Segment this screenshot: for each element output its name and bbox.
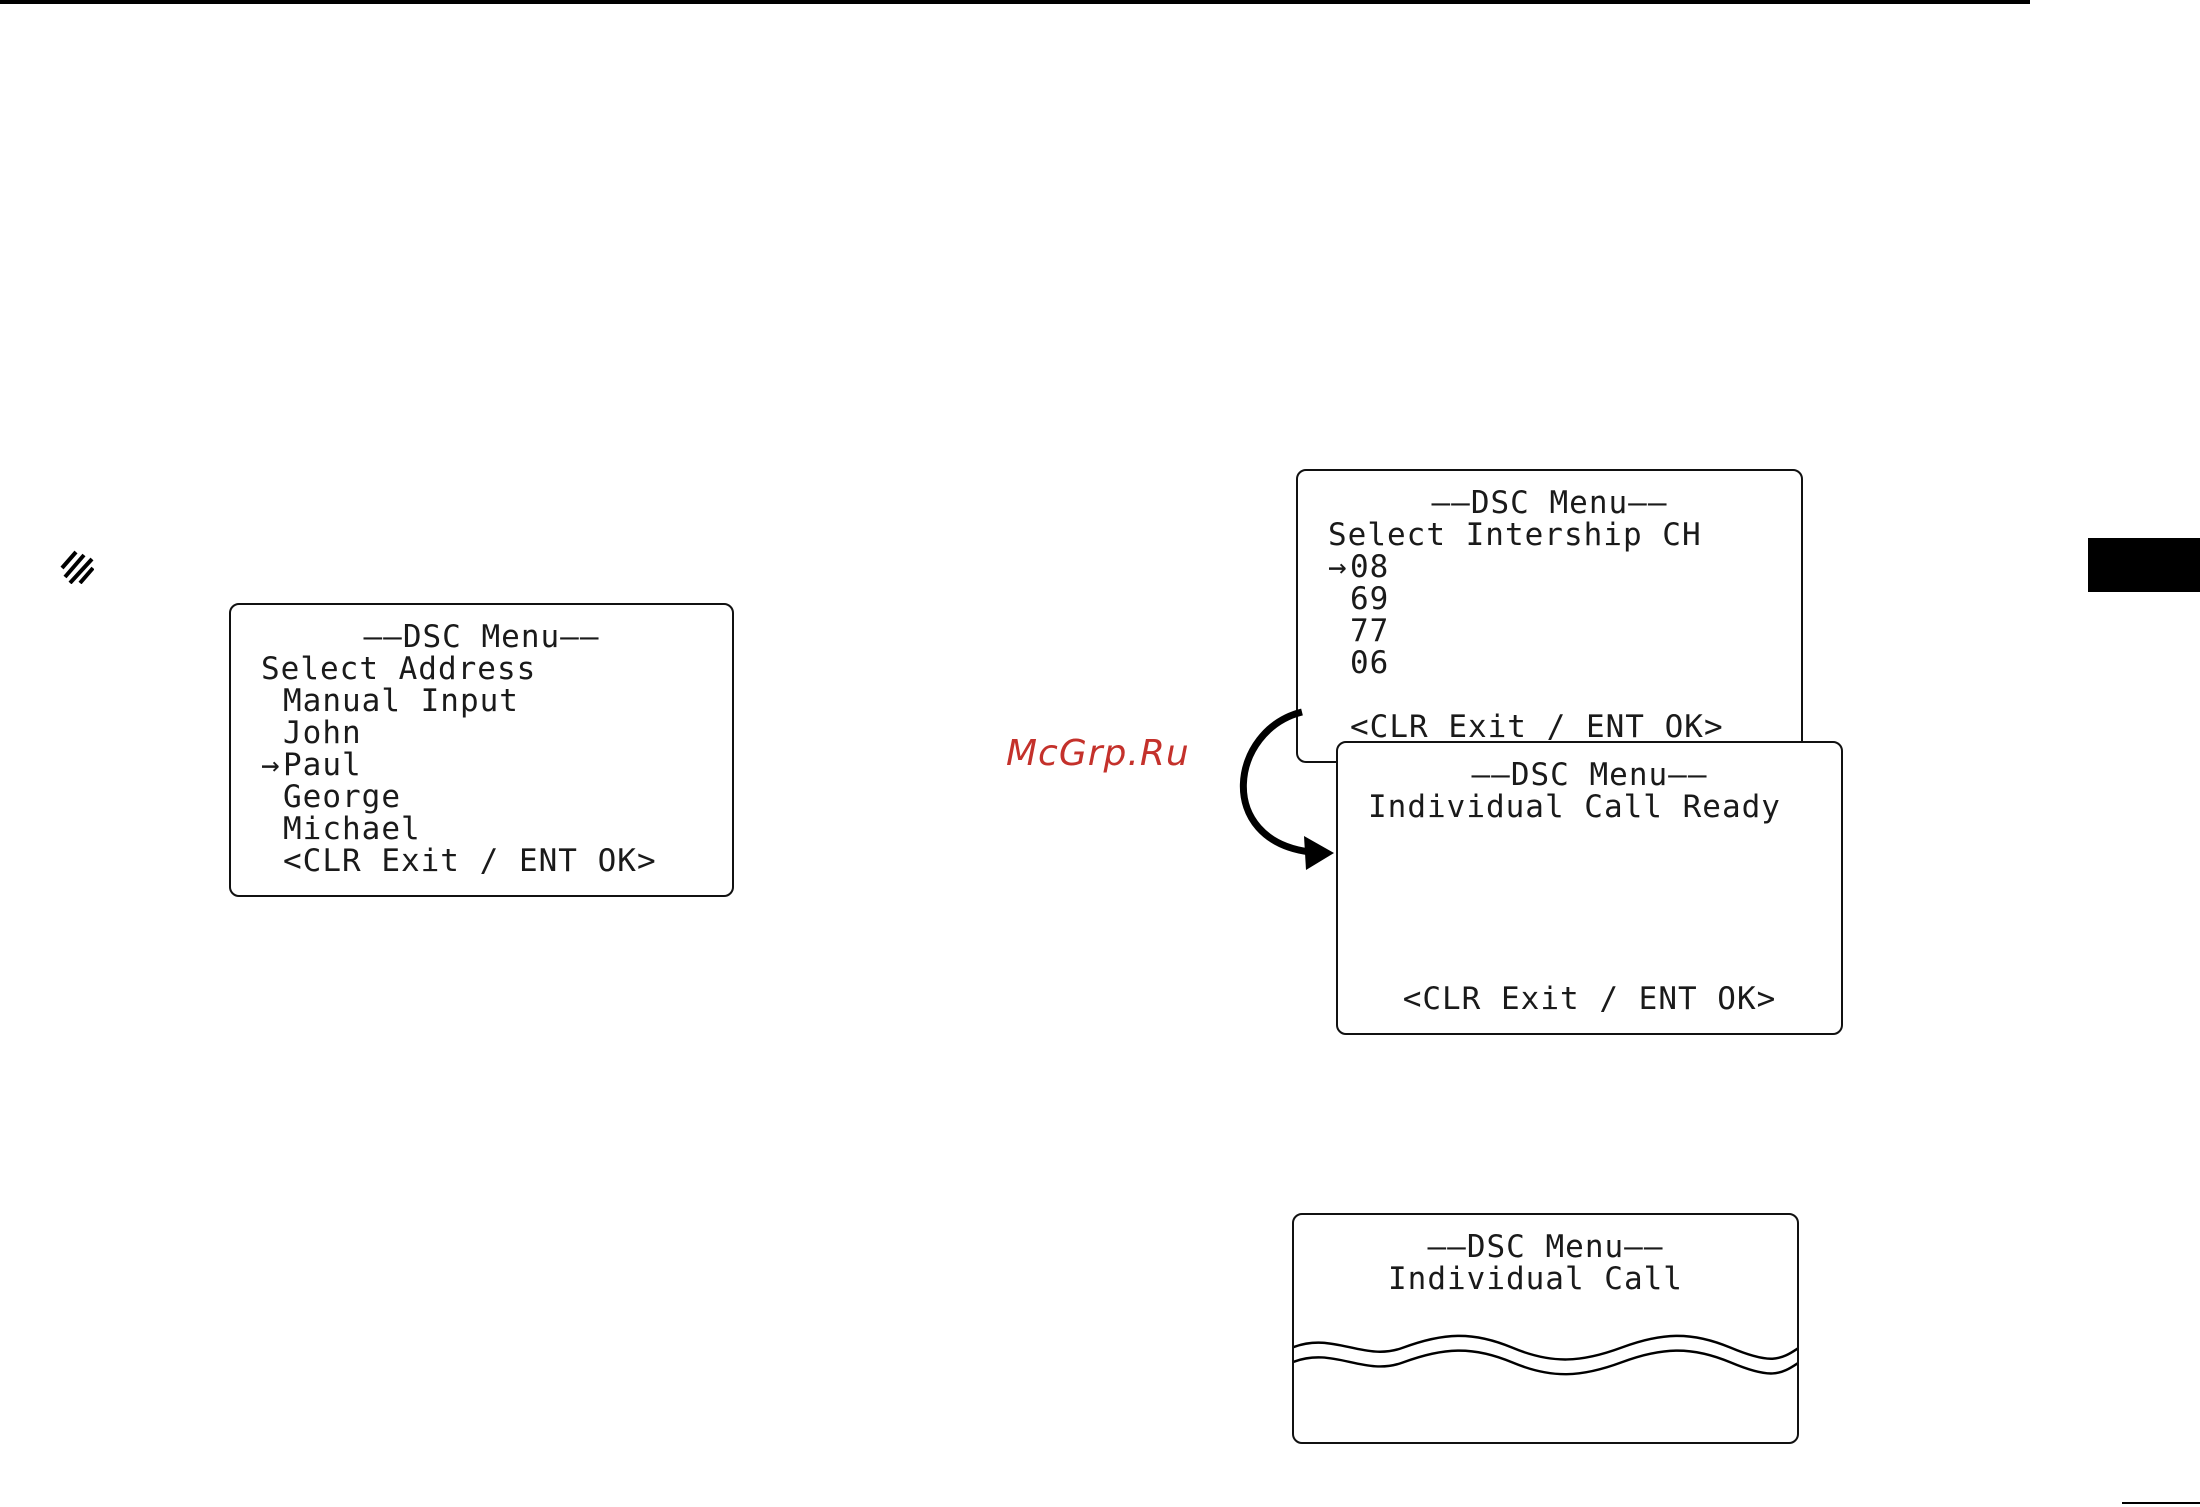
lcd-subtitle: Select Address <box>261 651 537 687</box>
address-item-label: Paul <box>283 747 362 783</box>
address-item-manual-input[interactable]: Manual Input <box>261 685 519 717</box>
lcd-individual-call-ready: ––DSC Menu–– Individual Call Ready <CLR … <box>1336 741 1843 1035</box>
lcd-subtitle: Individual Call <box>1388 1261 1683 1297</box>
watermark-text: McGrp.Ru <box>1006 733 1190 774</box>
channel-item-label: 69 <box>1350 581 1390 617</box>
footer-label: <CLR Exit / ENT OK> <box>283 843 657 879</box>
address-item-george[interactable]: George <box>261 781 401 813</box>
lcd-title: ––DSC Menu–– <box>1427 1229 1664 1265</box>
curved-arrow-icon <box>1239 708 1334 870</box>
page-number-rule <box>2122 1502 2200 1504</box>
lcd-subtitle: Individual Call Ready <box>1368 789 1781 825</box>
cursor-arrow-icon: → <box>1328 549 1348 585</box>
channel-item-label: 06 <box>1350 645 1390 681</box>
section-tab <box>2088 538 2200 592</box>
lcd-footer-hint: <CLR Exit / ENT OK> <box>1328 711 1724 743</box>
address-item-michael[interactable]: Michael <box>261 813 421 845</box>
address-item-paul[interactable]: →Paul <box>261 749 362 781</box>
channel-item-08[interactable]: →08 <box>1328 551 1389 583</box>
lcd-select-address: ––DSC Menu–– Select Address Manual Input… <box>229 603 734 897</box>
lcd-select-intership-ch: ––DSC Menu–– Select Intership CH →08 69 … <box>1296 469 1803 763</box>
channel-item-label: 08 <box>1350 549 1390 585</box>
lcd-title: ––DSC Menu–– <box>1431 485 1668 521</box>
channel-item-06[interactable]: 06 <box>1328 647 1389 679</box>
address-item-label: Manual Input <box>283 683 519 719</box>
lcd-footer-hint: <CLR Exit / ENT OK> <box>261 845 657 877</box>
lcd-title: ––DSC Menu–– <box>1471 757 1708 793</box>
break-line-icon <box>1294 1334 1797 1376</box>
cursor-arrow-icon: → <box>261 747 281 783</box>
channel-item-label: 77 <box>1350 613 1390 649</box>
channel-item-69[interactable]: 69 <box>1328 583 1389 615</box>
lcd-subtitle: Select Intership CH <box>1328 517 1702 553</box>
address-item-label: George <box>283 779 401 815</box>
top-rule <box>0 0 2030 4</box>
lcd-individual-call: ––DSC Menu–– Individual Call <box>1292 1213 1799 1444</box>
lcd-footer-hint: <CLR Exit / ENT OK> <box>1402 981 1777 1017</box>
address-item-john[interactable]: John <box>261 717 362 749</box>
address-item-label: John <box>283 715 362 751</box>
address-item-label: Michael <box>283 811 421 847</box>
note-hatch-icon <box>60 550 94 584</box>
footer-label: <CLR Exit / ENT OK> <box>1350 709 1724 745</box>
lcd-title: ––DSC Menu–– <box>363 619 600 655</box>
channel-item-77[interactable]: 77 <box>1328 615 1389 647</box>
